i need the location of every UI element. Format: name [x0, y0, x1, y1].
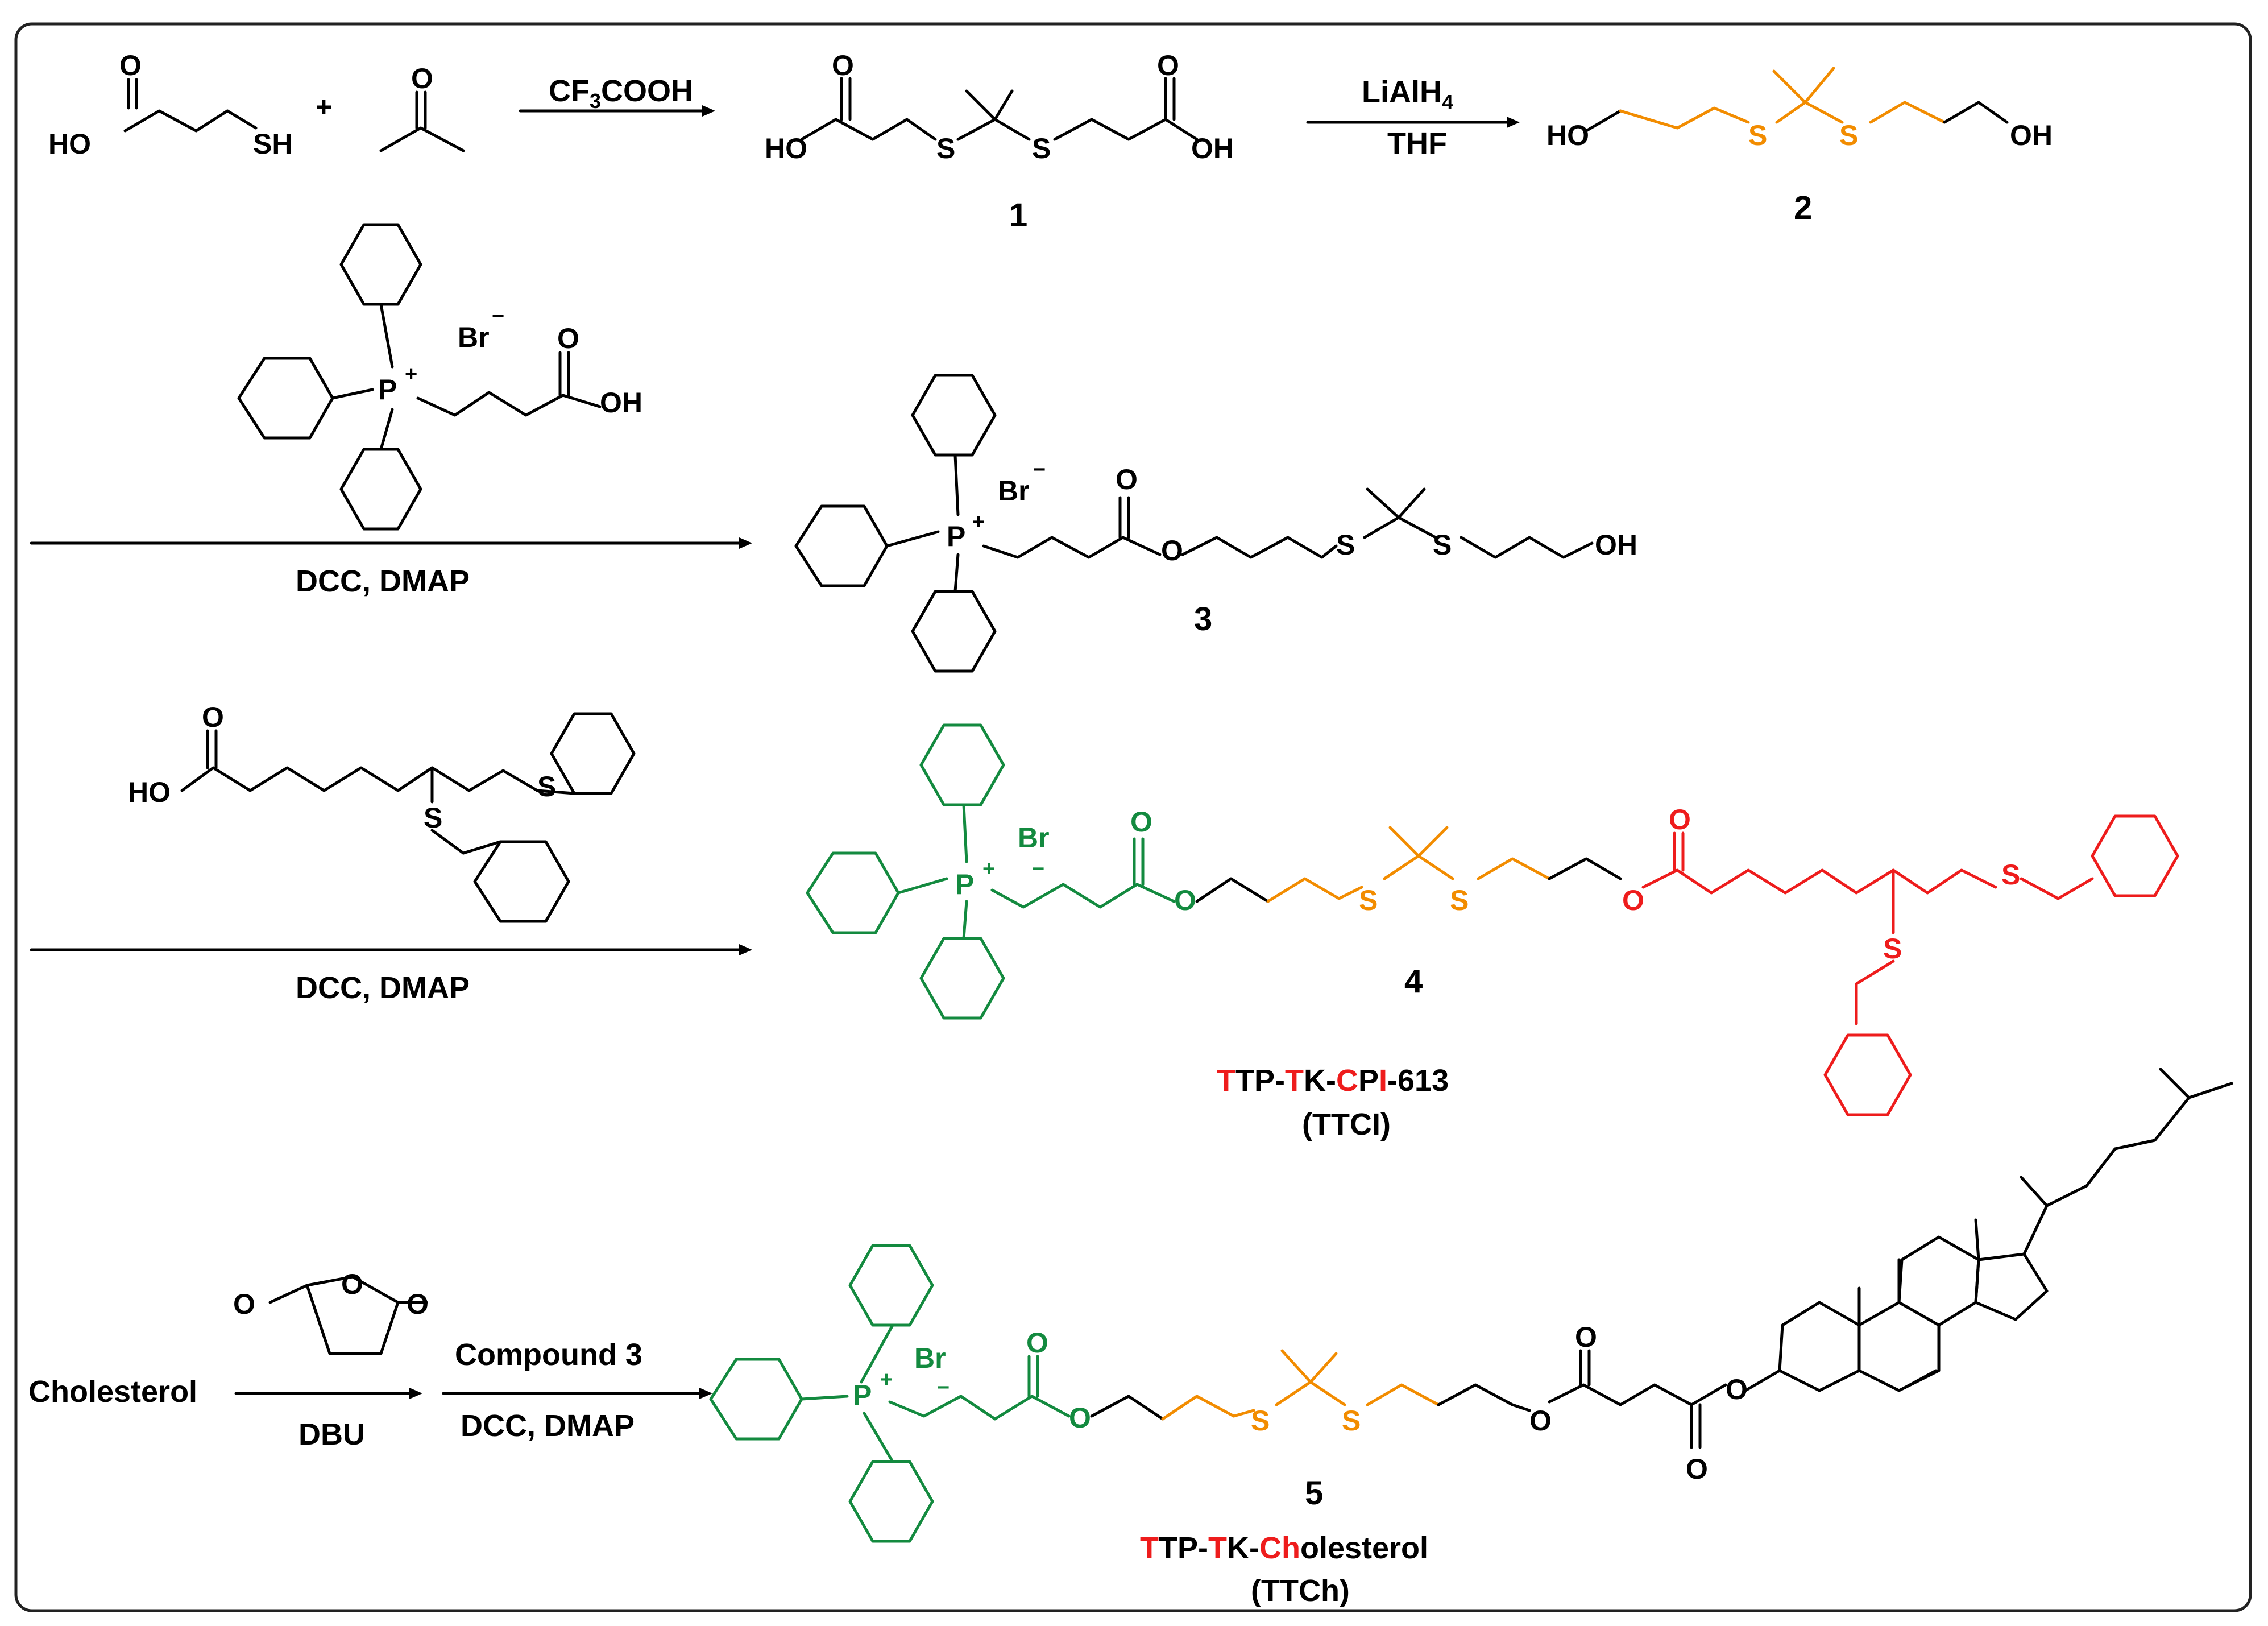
dbu-label: DBU	[298, 1417, 365, 1451]
atom-o: O	[1686, 1453, 1708, 1485]
cpi613-acid-reagent: O HO S S	[128, 701, 636, 923]
atom-br: Br	[998, 475, 1030, 507]
atom-o: O	[1174, 884, 1196, 916]
atom-ho: HO	[128, 776, 171, 808]
compound3-label: Compound 3	[455, 1338, 642, 1372]
acetone: O	[379, 63, 465, 152]
atom-oh: OH	[2010, 119, 2053, 151]
atom-s: S	[424, 802, 442, 834]
atom-sh: SH	[253, 128, 292, 160]
atom-o: O	[202, 701, 224, 733]
plus-sign: +	[316, 91, 332, 123]
mercaptopropionic-acid: O HO SH	[48, 49, 292, 160]
atom-ho: HO	[765, 133, 807, 164]
dcc-dmap-label: DCC, DMAP	[461, 1409, 635, 1443]
charge-minus: −	[1032, 857, 1044, 881]
compound-number-5: 5	[1305, 1475, 1323, 1512]
atom-o: O	[1116, 464, 1138, 495]
atom-ho: HO	[1546, 119, 1589, 151]
atom-s: S	[1433, 529, 1452, 561]
thf-label: THF	[1387, 126, 1447, 160]
charge-minus: −	[937, 1376, 950, 1400]
atom-oh: OH	[600, 387, 642, 419]
atom-o: O	[407, 1288, 429, 1320]
atom-s: S	[1032, 133, 1051, 164]
atom-o: O	[1529, 1405, 1552, 1437]
atom-s: S	[537, 771, 556, 802]
atom-o: O	[1026, 1327, 1048, 1359]
cholesterol-label: Cholesterol	[28, 1375, 197, 1409]
ttci-abbreviation: (TTCI)	[1302, 1107, 1391, 1141]
atom-br: Br	[1018, 822, 1050, 854]
compound-number-3: 3	[1194, 601, 1212, 638]
lialh4-label: LiAlH4	[1362, 75, 1453, 114]
atom-o: O	[1575, 1321, 1597, 1353]
atom-br: Br	[458, 321, 490, 353]
succinic-anhydride: O O O	[233, 1268, 429, 1355]
compound-number-2: 2	[1794, 189, 1812, 226]
charge-plus: +	[972, 510, 985, 534]
atom-ho: HO	[48, 128, 91, 160]
charge-minus: −	[492, 304, 504, 328]
ttch-abbreviation: (TTCh)	[1251, 1574, 1350, 1608]
atom-o: O	[832, 49, 854, 81]
atom-o: O	[341, 1268, 363, 1300]
scheme-frame	[14, 22, 2252, 1612]
atom-o: O	[233, 1288, 255, 1320]
compound-number-4: 4	[1404, 963, 1423, 1000]
compound-5-ttch: P + Br − O O S S O O O O	[709, 1068, 2233, 1543]
cf3cooh-label: CF3COOH	[549, 74, 693, 113]
arrow-dbu: DBU	[234, 1388, 422, 1451]
atom-o: O	[1130, 806, 1152, 838]
arrow-compound3-dcc: Compound 3 DCC, DMAP	[442, 1338, 712, 1443]
atom-s: S	[936, 133, 955, 164]
atom-oh: OH	[1595, 529, 1637, 561]
arrow-dcc-dmap-1: DCC, DMAP	[30, 537, 752, 598]
atom-s: S	[2001, 859, 2020, 891]
atom-o: O	[1161, 535, 1183, 566]
atom-s: S	[1748, 119, 1767, 151]
atom-s: S	[1839, 119, 1858, 151]
atom-o: O	[1157, 49, 1179, 81]
compound-number-1: 1	[1009, 197, 1027, 234]
atom-s: S	[1342, 1405, 1361, 1437]
dcc-dmap-label: DCC, DMAP	[296, 971, 470, 1005]
atom-br: Br	[914, 1342, 946, 1374]
charge-minus: −	[1033, 458, 1046, 482]
compound-4-ttci: P + Br − O O S S O O S S	[806, 723, 2179, 1116]
charge-plus: +	[405, 362, 417, 386]
compound-2: HO S S OH	[1546, 67, 2053, 151]
atom-s: S	[1336, 529, 1355, 561]
atom-o: O	[1726, 1373, 1748, 1405]
dcc-dmap-label: DCC, DMAP	[296, 564, 470, 598]
atom-o: O	[119, 49, 142, 81]
atom-p: P	[853, 1379, 872, 1411]
arrow-lialh4: LiAlH4 THF	[1306, 75, 1520, 160]
atom-o: O	[1069, 1402, 1091, 1434]
compound-3: P + Br − O O S S OH	[794, 374, 1637, 673]
atom-s: S	[1450, 884, 1469, 916]
charge-plus: +	[982, 857, 995, 881]
ttci-name: TTP-TK-CPI-613	[1217, 1064, 1449, 1098]
atom-p: P	[947, 520, 965, 552]
atom-o: O	[411, 63, 433, 94]
carboxypropyl-tpp-reagent: P + Br − O OH	[237, 223, 642, 531]
atom-s: S	[1251, 1405, 1270, 1437]
atom-p: P	[955, 868, 974, 900]
atom-o: O	[1622, 884, 1644, 916]
arrow-cf3cooh: CF3COOH	[519, 74, 715, 117]
compound-1: O HO S S O OH	[765, 49, 1234, 164]
atom-p: P	[378, 374, 397, 406]
atom-o: O	[557, 322, 579, 354]
atom-s: S	[1883, 933, 1902, 965]
ttch-name: TTP-TK-Cholesterol	[1140, 1531, 1428, 1565]
charge-plus: +	[880, 1368, 893, 1392]
atom-o: O	[1669, 804, 1691, 835]
arrow-dcc-dmap-2: DCC, DMAP	[30, 944, 752, 1005]
atom-oh: OH	[1191, 133, 1234, 164]
atom-s: S	[1359, 884, 1378, 916]
